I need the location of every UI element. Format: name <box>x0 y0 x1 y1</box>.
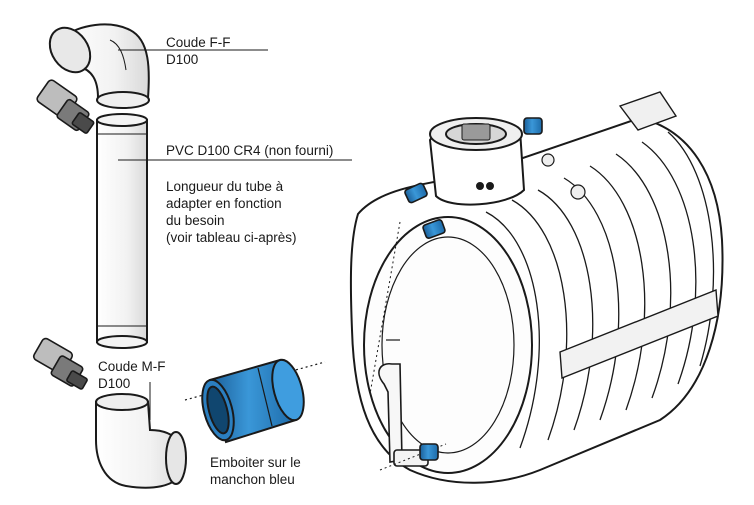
label-sleeve: Emboiter sur le manchon bleu <box>210 455 301 487</box>
tank-blue-fittings <box>404 117 543 461</box>
tank <box>349 91 724 484</box>
blue-sleeve <box>201 358 305 444</box>
elbow-ff <box>48 23 150 109</box>
elbow-mf <box>95 393 187 489</box>
label-elbow-ff: Coude F-F D100 <box>166 35 231 67</box>
label-elbow-mf: Coude M-F D100 <box>98 359 166 391</box>
axis-line-tank <box>369 221 401 395</box>
label-pvc-pipe: PVC D100 CR4 (non fourni) <box>166 143 334 158</box>
connector-top <box>36 79 95 134</box>
label-length-note: Longueur du tube à adapter en fonction d… <box>166 179 297 245</box>
pvc-pipe <box>96 113 148 349</box>
connector-bottom <box>32 337 88 390</box>
axis-line-sleeve <box>184 361 326 401</box>
axis-line-tank-bottom <box>379 443 447 471</box>
